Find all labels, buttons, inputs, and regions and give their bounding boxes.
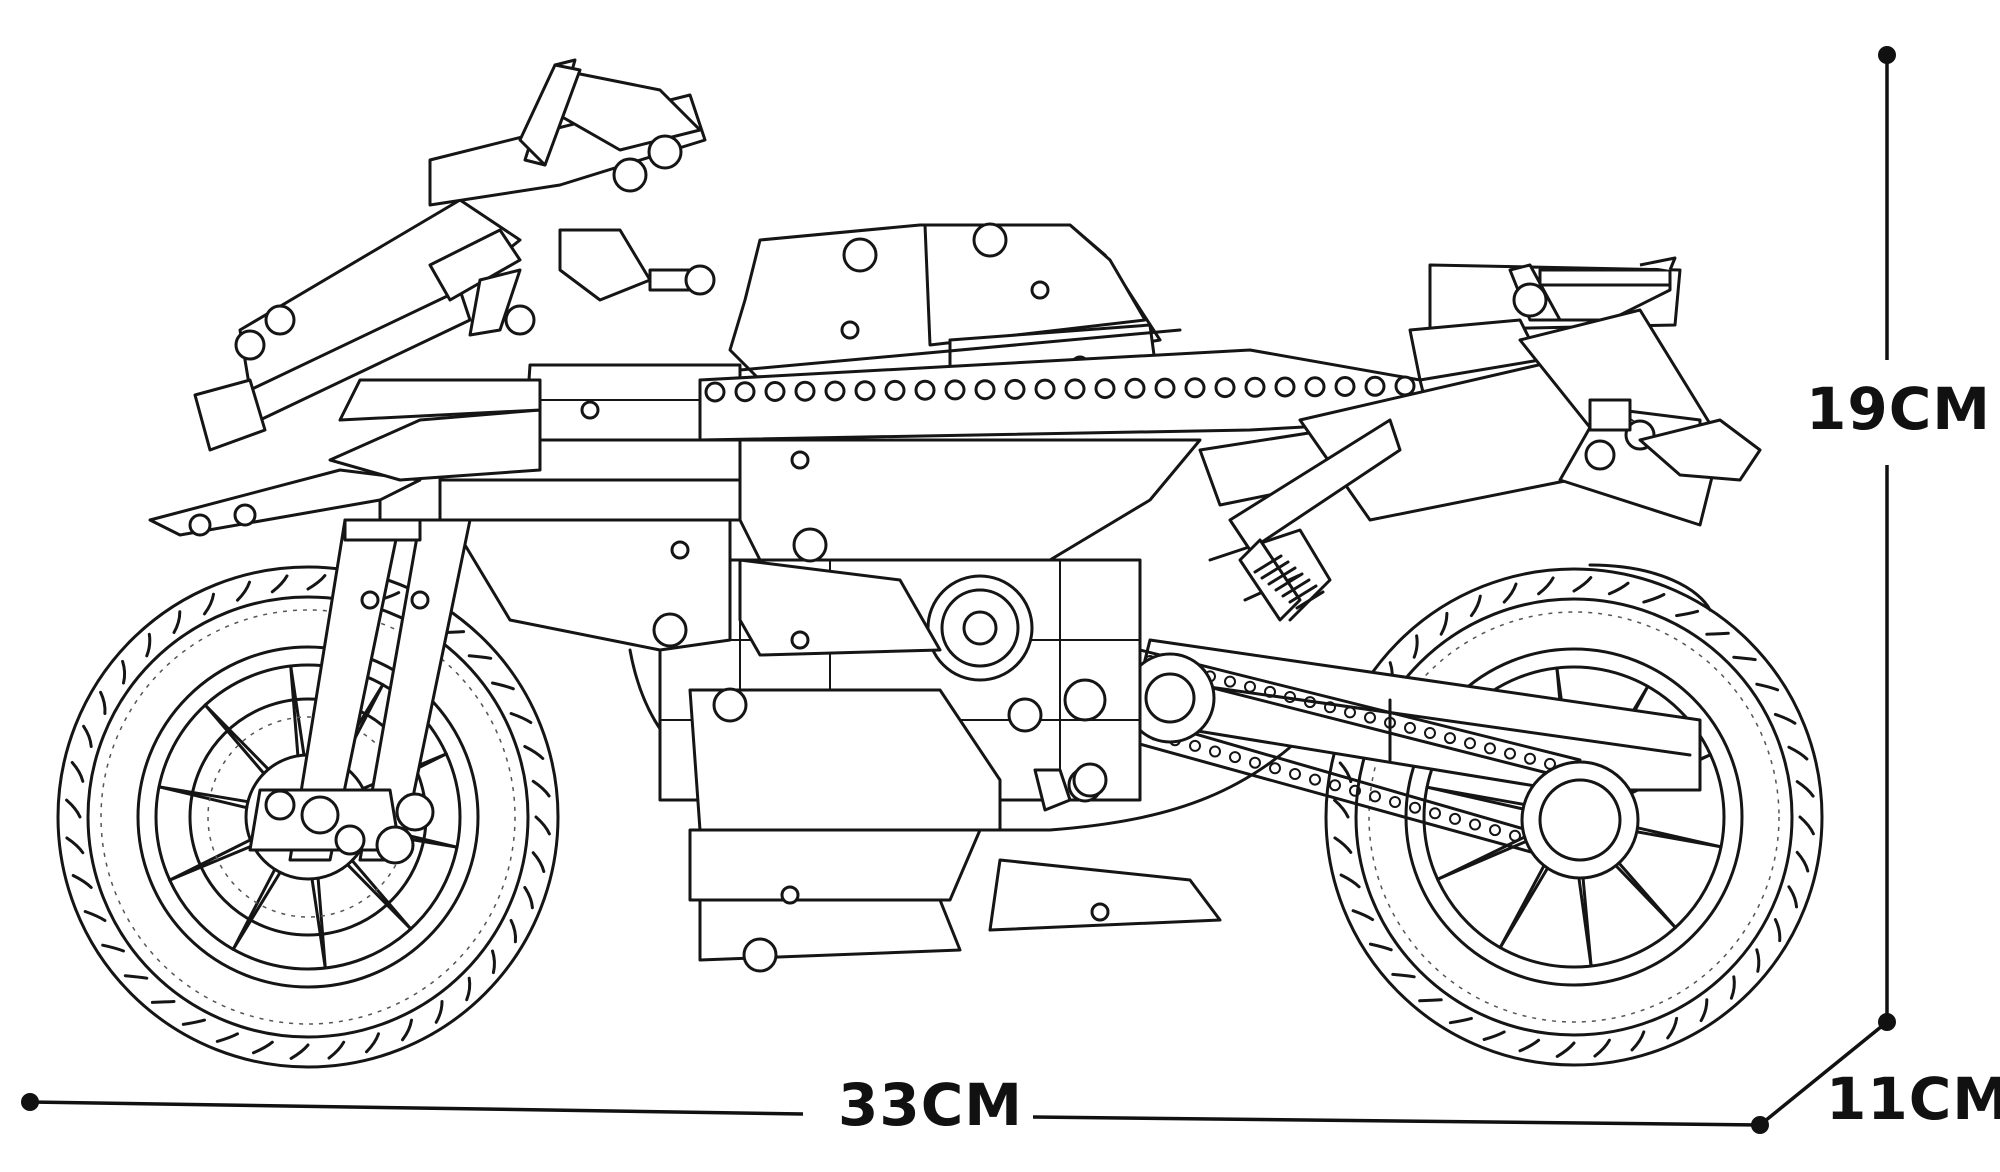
length-label: 33CM [838, 1071, 1023, 1139]
depth-label: 11CM [1826, 1065, 2000, 1133]
side-fairing [398, 363, 1202, 657]
frame-beams [698, 348, 1622, 522]
height-dimension-start [1878, 46, 1896, 64]
length-dimension-line-right [1032, 1115, 1761, 1127]
belly-pan [688, 687, 1222, 973]
depth-dimension-line [1758, 1020, 1889, 1127]
fuel-tank [728, 222, 1182, 432]
seat-tail [1408, 256, 1762, 527]
height-label: 19CM [1806, 375, 1991, 443]
rear-shock [1228, 418, 1402, 622]
dimension-lines [21, 46, 1896, 1134]
drive-chain [1123, 648, 1640, 880]
swingarm [1128, 638, 1702, 792]
front-fork [248, 468, 472, 865]
length-dimension-line-left [29, 1100, 804, 1116]
length-dimension-start [21, 1093, 39, 1111]
front-fairing [148, 228, 652, 537]
windscreen [193, 58, 716, 452]
